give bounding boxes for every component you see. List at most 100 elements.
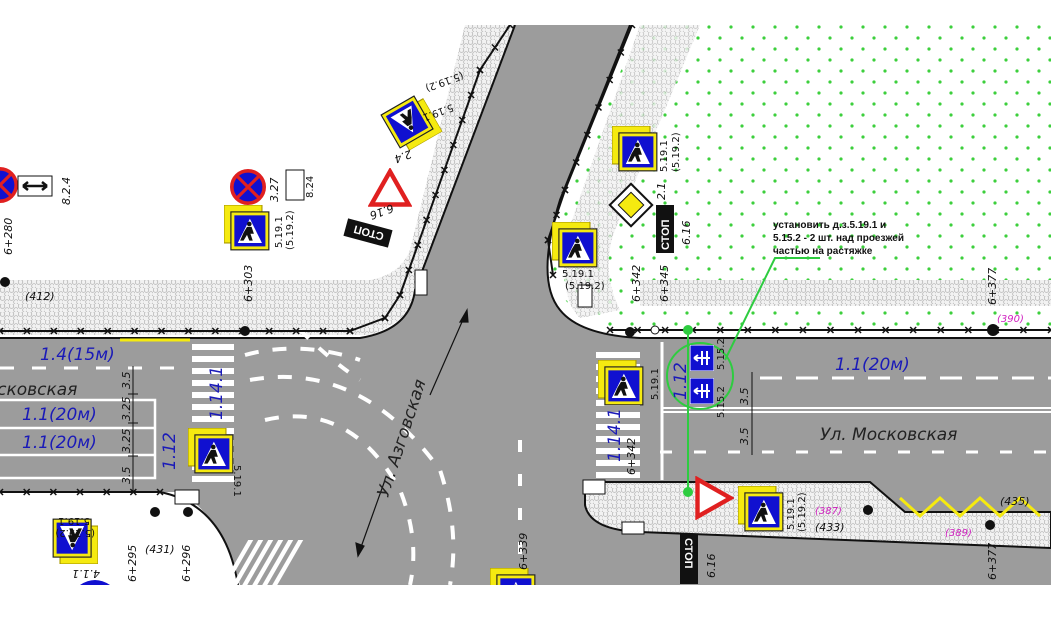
fence-post (104, 327, 112, 335)
fence-post (799, 326, 807, 334)
fence-post (634, 326, 642, 334)
fence-post (826, 326, 835, 334)
fence-post (561, 186, 569, 194)
ped-crossing-sign-crosswalk-e (598, 360, 644, 406)
no-stopping-sign (0, 167, 18, 203)
svg-text:6+342: 6+342 (625, 438, 638, 475)
svg-text:5.19.1: 5.19.1 (58, 515, 90, 526)
fence-post (423, 216, 431, 224)
stop-plate-se: СТОП (680, 534, 698, 584)
ped-crossing-sign-e (612, 126, 658, 172)
fence-post (414, 241, 422, 249)
two-way-arrow-icon (22, 181, 48, 191)
fence-post (319, 327, 327, 335)
svg-text:6+296: 6+296 (180, 545, 193, 582)
fence-post (432, 191, 440, 199)
svg-text:6+377: 6+377 (986, 268, 999, 305)
svg-text:частью на растяжке: частью на растяжке (773, 246, 873, 257)
fence-post (458, 116, 466, 124)
fence-post (606, 76, 614, 84)
crosswalk-stripe (596, 472, 640, 478)
stop-plate-text: СТОП (660, 219, 672, 250)
fence-post (744, 326, 752, 334)
no-stopping-sign-2 (230, 169, 266, 205)
fence-post (265, 327, 273, 335)
crosswalk-stripe (596, 352, 640, 358)
stop-plate-e: СТОП (656, 205, 674, 253)
ped-crossing-sign (224, 205, 270, 251)
annotation-leader (666, 257, 820, 497)
fence-post (909, 326, 917, 334)
svg-text:3.5: 3.5 (738, 428, 751, 446)
lane-direction-sign-2 (690, 378, 714, 404)
crosswalk-stripe (192, 416, 234, 422)
svg-text:4.1.1: 4.1.1 (72, 567, 100, 580)
installation-note: установить д.з.5.19.1 и 5.15.2 - 2 шт. н… (773, 220, 904, 257)
top-margin (0, 0, 1051, 25)
crosswalk-stripe (232, 540, 264, 585)
bottom-margin (0, 585, 1051, 621)
fence-post (184, 327, 192, 335)
svg-text:2.4: 2.4 (393, 147, 414, 165)
sign-code-labels: 8.2.4 3.27 8.24 5.19.1 (5.19.2) 5.19.1 (… (55, 69, 808, 580)
fence-post (103, 488, 111, 496)
svg-text:(387): (387) (815, 506, 842, 517)
lane-dimensions-east: 3.5 3.5 (738, 372, 753, 455)
fence-post (49, 488, 57, 496)
crosswalk-stripe (192, 344, 234, 350)
crosswalk-stripe (596, 424, 640, 430)
reference-labels: (412) (431) (433) (435) (390) (387) (389… (25, 290, 1030, 556)
marking-1-4: 1.4(15м) (40, 345, 115, 365)
fence-post (491, 43, 499, 52)
fence-post (716, 326, 724, 334)
yield-sign (371, 172, 408, 205)
fence-post (572, 158, 580, 167)
fence-post (405, 266, 413, 274)
fence-post (76, 488, 84, 496)
svg-text:2.1: 2.1 (655, 183, 668, 201)
svg-text:(5.19.2): (5.19.2) (285, 210, 296, 250)
fence-post (606, 326, 614, 334)
crosswalk-stripe (596, 448, 640, 454)
lane-direction-sign-1 (690, 345, 714, 371)
plate-8-24 (285, 169, 305, 201)
fence-post (77, 327, 85, 335)
svg-text:3.27: 3.27 (268, 178, 281, 203)
svg-text:5.19.1: 5.19.1 (274, 216, 285, 248)
svg-text:5.19.1: 5.19.1 (562, 269, 594, 280)
crosswalk-stripe (262, 540, 294, 585)
svg-text:5.19.1: 5.19.1 (650, 368, 661, 400)
fence-post (156, 488, 164, 496)
svg-text:(5.19.2): (5.19.2) (55, 527, 95, 538)
fence-post (771, 326, 779, 334)
lane-markings (0, 328, 1051, 586)
fence-post (0, 327, 4, 335)
svg-text:(390): (390) (997, 314, 1024, 325)
crosswalk-stripe (272, 540, 304, 585)
fence-post (131, 327, 139, 335)
crosswalk-stripe (596, 412, 640, 418)
svg-text:6+345: 6+345 (658, 265, 671, 302)
svg-text:5.15.2: 5.15.2 (716, 338, 727, 370)
svg-text:6+339: 6+339 (517, 533, 530, 570)
svg-text:(5.19.2): (5.19.2) (565, 281, 605, 292)
svg-text:8.2.4: 8.2.4 (60, 177, 73, 205)
ped-crossing-sign-w (188, 428, 234, 474)
svg-text:3.5: 3.5 (120, 372, 133, 390)
svg-text:6+280: 6+280 (2, 218, 15, 255)
ped-crossing-sign-e2 (552, 222, 598, 268)
street-name-moskovskaya-west: Ул. Московская (0, 380, 77, 400)
main-road-sign (608, 182, 654, 228)
crosswalk-stripe (192, 392, 234, 398)
svg-text:3.25: 3.25 (120, 397, 133, 422)
marking-1-1-right: 1.1(20м) (835, 355, 910, 375)
crosswalk-stripe (192, 404, 234, 410)
fence-post (882, 326, 890, 334)
fence-post (617, 48, 625, 57)
crosswalk-stripe (252, 540, 284, 585)
crosswalk-stripe (192, 356, 234, 362)
svg-text:6+342: 6+342 (630, 265, 643, 302)
sidewalk-diagonal-east (564, 25, 700, 318)
svg-text:установить д.з.5.19.1 и: установить д.з.5.19.1 и (773, 220, 886, 231)
